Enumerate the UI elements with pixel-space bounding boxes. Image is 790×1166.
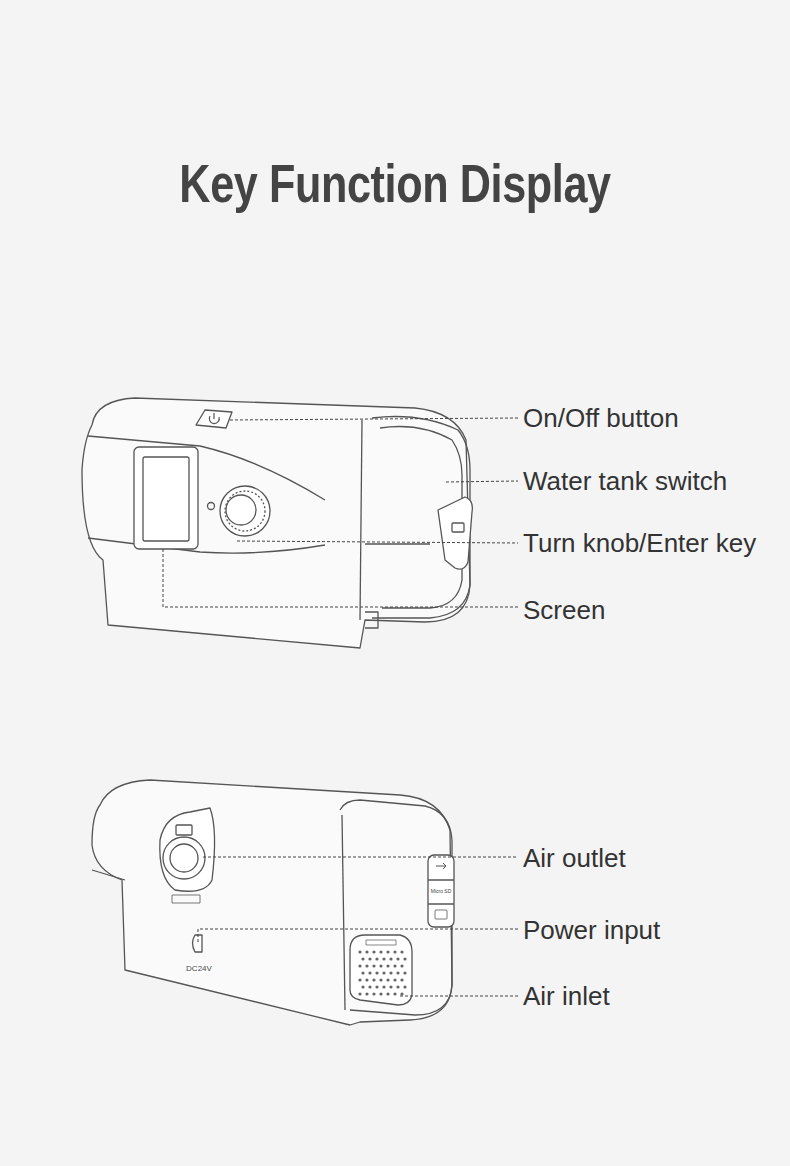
diagram-title: Key Function Display	[79, 152, 711, 214]
grill-hole	[372, 964, 375, 967]
grill-hole	[379, 950, 382, 953]
grill-hole	[386, 992, 389, 995]
grill-hole	[403, 985, 406, 988]
grill-hole	[393, 950, 396, 953]
grill-hole	[379, 964, 382, 967]
grill-hole	[386, 964, 389, 967]
grill-hole	[393, 978, 396, 981]
grill-hole	[400, 978, 403, 981]
part-label: Air inlet	[523, 981, 610, 1012]
grill-hole	[372, 950, 375, 953]
grill-hole	[375, 971, 378, 974]
grill-hole	[361, 971, 364, 974]
part-label: Turn knob/Enter key	[523, 528, 756, 559]
grill-hole	[403, 971, 406, 974]
grill-hole	[396, 957, 399, 960]
grill-hole	[368, 971, 371, 974]
port-label: Micro SD	[431, 889, 452, 894]
part-label: On/Off button	[523, 403, 679, 434]
grill-hole	[400, 950, 403, 953]
grill-hole	[396, 985, 399, 988]
grill-hole	[389, 957, 392, 960]
grill-hole	[382, 985, 385, 988]
part-label: Air outlet	[523, 843, 626, 874]
port-label: DC24V	[186, 965, 212, 973]
grill-hole	[375, 957, 378, 960]
grill-hole	[382, 971, 385, 974]
grill-hole	[365, 964, 368, 967]
grill-hole	[396, 971, 399, 974]
grill-hole	[358, 950, 361, 953]
grill-hole	[403, 957, 406, 960]
grill-hole	[365, 992, 368, 995]
grill-hole	[400, 992, 403, 995]
part-label: Water tank switch	[523, 466, 727, 497]
grill-hole	[393, 964, 396, 967]
grill-hole	[365, 950, 368, 953]
grill-hole	[393, 992, 396, 995]
part-label: Screen	[523, 595, 605, 626]
grill-hole	[372, 992, 375, 995]
grill-hole	[382, 957, 385, 960]
grill-hole	[358, 964, 361, 967]
grill-hole	[361, 985, 364, 988]
grill-hole	[386, 950, 389, 953]
grill-hole	[358, 992, 361, 995]
grill-hole	[379, 978, 382, 981]
grill-hole	[372, 978, 375, 981]
grill-hole	[368, 957, 371, 960]
grill-hole	[375, 985, 378, 988]
grill-hole	[368, 985, 371, 988]
grill-hole	[365, 978, 368, 981]
part-label: Power input	[523, 915, 660, 946]
grill-hole	[361, 957, 364, 960]
grill-hole	[379, 992, 382, 995]
grill-hole	[400, 964, 403, 967]
grill-hole	[358, 978, 361, 981]
grill-hole	[389, 971, 392, 974]
grill-hole	[386, 978, 389, 981]
grill-hole	[389, 985, 392, 988]
